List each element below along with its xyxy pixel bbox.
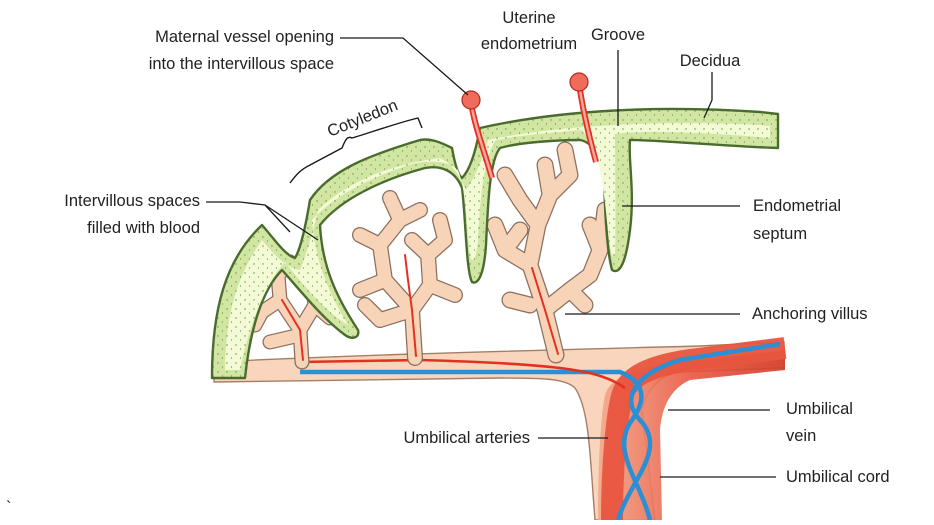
label-uterine-line1: Uterine — [502, 9, 555, 27]
maternal-vessel-opening-2 — [570, 73, 588, 91]
label-cotyledon: Cotyledon — [325, 96, 401, 141]
label-umbilical-cord: Umbilical cord — [786, 468, 890, 486]
label-umbilical-vein-line2: vein — [786, 427, 816, 445]
label-maternal-vessel-line1: Maternal vessel opening — [155, 28, 334, 46]
label-groove: Groove — [591, 26, 645, 44]
label-maternal-vessel-line2: into the intervillous space — [149, 55, 334, 73]
label-decidua: Decidua — [680, 52, 741, 70]
label-uterine-line2: endometrium — [481, 35, 577, 53]
label-umbilical-arteries: Umbilical arteries — [403, 429, 530, 447]
labels: Maternal vessel opening into the intervi… — [6, 9, 890, 517]
label-anchoring-villus: Anchoring villus — [752, 305, 868, 323]
label-endometrial-line2: septum — [753, 225, 807, 243]
label-endometrial-line1: Endometrial — [753, 197, 841, 215]
label-intervillous-line1: Intervillous spaces — [64, 192, 200, 210]
label-intervillous-line2: filled with blood — [87, 219, 200, 237]
stray-mark: ` — [6, 499, 12, 517]
label-umbilical-vein-line1: Umbilical — [786, 400, 853, 418]
maternal-vessel-opening-1 — [462, 91, 480, 109]
